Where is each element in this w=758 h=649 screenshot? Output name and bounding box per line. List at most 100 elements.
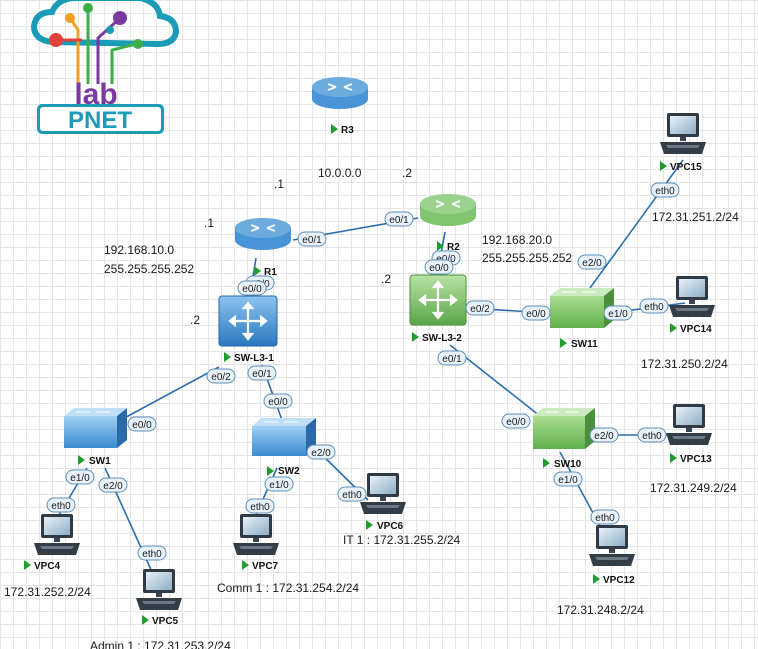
port-sw1-e0-0[interactable]: e0/0	[127, 416, 157, 432]
port-sw2-e0-0[interactable]: e0/0	[263, 393, 293, 409]
node-name-sw10: SW10	[554, 459, 582, 470]
label-dot2-top: .2	[402, 166, 412, 180]
label-network-left: 192.168.10.0	[104, 243, 174, 257]
vpc-vpc6[interactable]: VPC6	[360, 473, 406, 532]
play-icon	[366, 520, 373, 530]
node-name-vpc15: VPC15	[670, 162, 702, 173]
port-label: e1/0	[70, 473, 90, 484]
port-label: eth0	[644, 302, 664, 313]
port-label: e0/0	[526, 309, 546, 320]
port-sw1-e1-0[interactable]: e1/0	[65, 469, 95, 485]
node-name-vpc7: VPC7	[252, 561, 279, 572]
label-ip-vpc4: 172.31.252.2/24	[4, 585, 91, 599]
port-sw2-e2-0[interactable]: e2/0	[306, 444, 336, 460]
node-name-vpc13: VPC13	[680, 454, 712, 465]
label-ip-vpc14: 172.31.250.2/24	[641, 357, 728, 371]
play-icon	[412, 332, 419, 342]
label-dot2-right: .2	[381, 272, 391, 286]
play-icon	[593, 574, 600, 584]
port-label: e1/0	[558, 475, 578, 486]
port-vpc5-eth0[interactable]: eth0	[137, 545, 167, 561]
switch-sw11[interactable]: SW11	[550, 288, 614, 350]
port-sl1-e0-2[interactable]: e0/2	[206, 368, 236, 384]
port-vpc14-eth0[interactable]: eth0	[639, 298, 669, 314]
port-label: e0/0	[268, 397, 288, 408]
node-name-sw-l3-2: SW-L3-2	[422, 333, 462, 344]
port-r1-e0-1[interactable]: e0/1	[297, 231, 327, 247]
port-label: e0/2	[470, 304, 490, 315]
port-label: eth0	[655, 186, 675, 197]
node-name-vpc5: VPC5	[152, 616, 179, 627]
vpc-vpc13[interactable]: VPC13	[666, 404, 712, 465]
port-label: e2/0	[582, 258, 602, 269]
port-label: eth0	[142, 549, 162, 560]
switch-sw1[interactable]: SW1	[64, 408, 127, 467]
vpc-vpc7[interactable]: VPC7	[233, 514, 279, 572]
port-label: e0/0	[506, 417, 526, 428]
port-label: eth0	[51, 501, 71, 512]
port-label: eth0	[642, 431, 662, 442]
port-vpc15-eth0[interactable]: eth0	[650, 182, 680, 198]
switch-sw10[interactable]: SW10	[533, 408, 595, 470]
port-label: e0/1	[252, 369, 272, 380]
port-label: e2/0	[594, 431, 614, 442]
port-badges: e0/1 e0/1 e0/0 e0/0 e0/0 e0/0 e0/2 e0/1 …	[46, 182, 680, 561]
port-sw10-e0-0[interactable]: e0/0	[501, 413, 531, 429]
vpc-vpc15[interactable]: VPC15	[660, 113, 706, 173]
router-r3[interactable]: R3	[311, 76, 369, 136]
play-icon	[142, 615, 149, 625]
port-label: e0/0	[429, 263, 449, 274]
router-r1[interactable]: R1	[234, 217, 292, 278]
port-vpc12-eth0[interactable]: eth0	[590, 509, 620, 525]
pnetlab-logo: lab PNET	[30, 0, 180, 134]
play-icon	[543, 458, 550, 468]
vpc-vpc4[interactable]: VPC4	[24, 514, 80, 572]
play-icon	[254, 266, 261, 276]
port-sw11-e0-0[interactable]: e0/0	[521, 305, 551, 321]
port-sw10-e1-0[interactable]: e1/0	[553, 471, 583, 487]
port-sl1-e0-0[interactable]: e0/0	[237, 280, 267, 296]
play-icon	[670, 453, 677, 463]
port-label: e0/2	[211, 372, 231, 383]
port-sl1-e0-1[interactable]: e0/1	[247, 365, 277, 381]
label-ip-vpc15: 172.31.251.2/24	[652, 210, 739, 224]
l3-switch-sw-l3-1[interactable]: SW-L3-1	[218, 295, 278, 364]
port-sw11-e2-0[interactable]: e2/0	[577, 254, 607, 270]
node-name-sw-l3-1: SW-L3-1	[234, 353, 274, 364]
port-sw11-e1-0[interactable]: e1/0	[603, 305, 633, 321]
vpc-vpc12[interactable]: VPC12	[589, 525, 635, 586]
port-r2-e0-1[interactable]: e0/1	[384, 211, 414, 227]
node-name-r3: R3	[341, 125, 354, 136]
port-sw10-e2-0[interactable]: e2/0	[589, 427, 619, 443]
port-sl2-e0-1[interactable]: e0/1	[437, 350, 467, 366]
play-icon	[560, 338, 567, 348]
vpc-vpc5[interactable]: VPC5	[136, 569, 182, 627]
vpc-vpc14[interactable]: VPC14	[669, 276, 715, 335]
port-sl2-e0-2[interactable]: e0/2	[465, 300, 495, 316]
port-sw2-e1-0[interactable]: e1/0	[264, 476, 294, 492]
link-sw11-vpc15	[589, 159, 684, 289]
port-sl2-e0-0[interactable]: e0/0	[424, 259, 454, 275]
node-name-vpc14: VPC14	[680, 324, 712, 335]
switch-sw2[interactable]: SW2	[252, 418, 316, 477]
play-icon	[224, 352, 231, 362]
port-label: e0/1	[442, 354, 462, 365]
link-sw-l3-1-sw1	[114, 366, 220, 424]
port-vpc4-eth0[interactable]: eth0	[46, 497, 76, 513]
play-icon	[267, 466, 274, 476]
l3-switch-sw-l3-2[interactable]: SW-L3-2	[409, 274, 467, 344]
port-vpc7-eth0[interactable]: eth0	[245, 498, 275, 514]
port-vpc6-eth0[interactable]: eth0	[337, 486, 367, 502]
port-label: e2/0	[311, 448, 331, 459]
play-icon	[437, 241, 444, 251]
port-sw1-e2-0[interactable]: e2/0	[98, 477, 128, 493]
port-label: eth0	[342, 490, 362, 501]
port-vpc13-eth0[interactable]: eth0	[637, 427, 667, 443]
node-name-sw2: SW2	[278, 466, 300, 477]
port-label: e1/0	[269, 480, 289, 491]
port-label: e0/0	[242, 284, 262, 295]
router-r2[interactable]: R2	[419, 193, 477, 253]
label-ip-vpc6: IT 1 : 172.31.255.2/24	[343, 533, 461, 547]
port-label: e2/0	[103, 481, 123, 492]
